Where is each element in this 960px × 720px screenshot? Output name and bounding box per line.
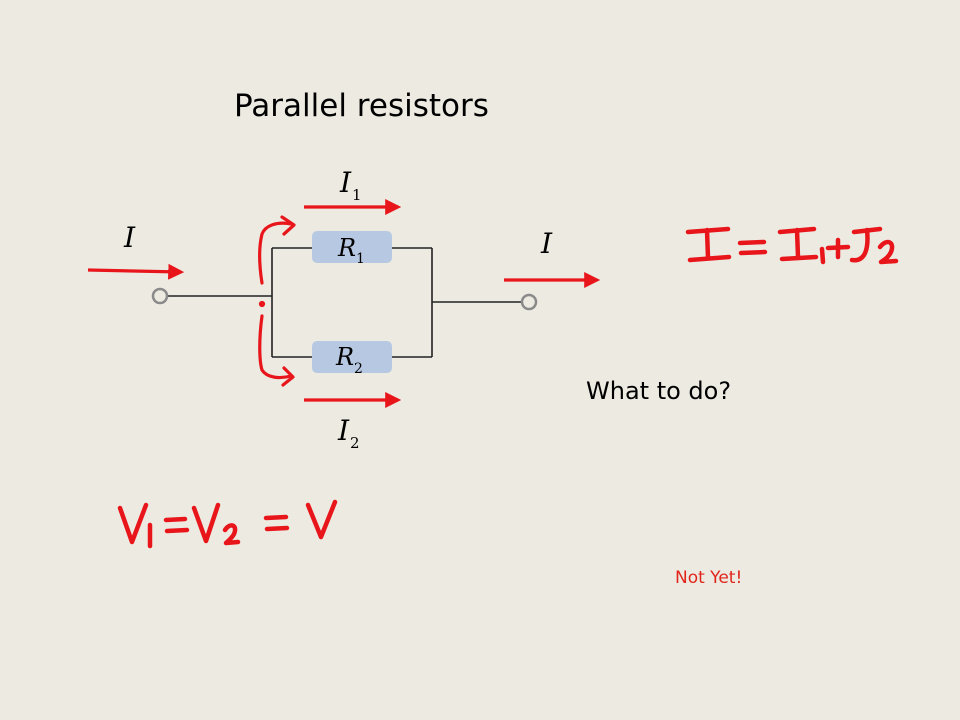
split-up-arrowhead (280, 215, 296, 236)
resistor-r2-symbol: R (335, 343, 354, 371)
question-text: What to do? (586, 377, 732, 405)
resistor-r2 (312, 341, 392, 373)
split-down-arrowhead (281, 366, 295, 387)
current-i1-symbol: I (339, 166, 352, 199)
current-i1-subscript: 1 (352, 186, 362, 204)
resistor-r2-subscript: 2 (354, 361, 363, 377)
split-up-arrow (258, 221, 294, 285)
split-dot (258, 300, 266, 308)
input-current-label: I (123, 221, 136, 254)
resistor-r1 (312, 231, 392, 263)
current-i2-symbol: I (337, 414, 350, 447)
output-terminal (520, 293, 538, 311)
slide-title: Parallel resistors (234, 88, 489, 124)
current-i2-subscript: 2 (350, 434, 360, 452)
split-down-arrow (258, 314, 293, 380)
output-current-label: I (540, 227, 553, 260)
input-current-arrow (87, 263, 185, 280)
voltage-equation-handwriting (117, 499, 338, 549)
resistor-r1-subscript: 1 (356, 251, 365, 267)
not-yet-note: Not Yet! (675, 568, 743, 588)
input-terminal (151, 287, 169, 305)
resistor-r1-symbol: R (337, 234, 356, 262)
current-equation-handwriting (685, 226, 899, 265)
split-annotation (258, 215, 296, 387)
